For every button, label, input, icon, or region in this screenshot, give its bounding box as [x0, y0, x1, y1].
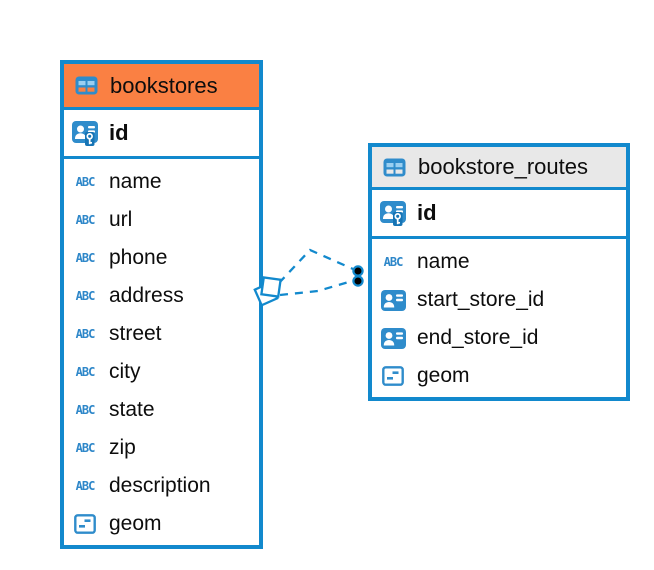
- text-type-icon: ABC: [75, 175, 96, 189]
- entity-title: bookstores: [110, 72, 218, 98]
- reference-id-icon: [378, 289, 408, 311]
- column-name: address: [109, 284, 184, 307]
- entity-bookstore-routes-header[interactable]: bookstore_routes: [372, 147, 626, 190]
- text-type-icon: ABC: [75, 403, 96, 417]
- column-name: end_store_id: [417, 326, 539, 349]
- column-row[interactable]: ABC url: [64, 201, 259, 239]
- primary-key-icon: [378, 200, 408, 226]
- text-type-icon: ABC: [75, 289, 96, 303]
- primary-key-icon: [70, 120, 100, 146]
- column-row[interactable]: ABC phone: [64, 239, 259, 277]
- column-row[interactable]: ABC street: [64, 315, 259, 353]
- text-type-icon: ABC: [75, 441, 96, 455]
- entity-bookstores-header[interactable]: bookstores: [64, 64, 259, 110]
- column-name: name: [417, 250, 470, 273]
- text-type-icon: ABC: [75, 213, 96, 227]
- entity-bookstores[interactable]: bookstores id ABC: [60, 60, 263, 549]
- text-type-icon: ABC: [75, 251, 96, 265]
- relation-line[interactable]: [278, 248, 354, 284]
- geometry-type-icon: [70, 514, 100, 534]
- column-name: start_store_id: [417, 288, 545, 311]
- entity-bookstores-columns: ABC name ABC url ABC phone ABC address A…: [64, 159, 259, 545]
- entity-bookstore-routes[interactable]: bookstore_routes id ABC: [368, 143, 630, 401]
- column-row[interactable]: geom: [64, 505, 259, 543]
- entity-title: bookstore_routes: [418, 154, 588, 179]
- entity-bookstore-routes-columns: ABC name start_store_id: [372, 239, 626, 397]
- column-name: id: [109, 120, 129, 145]
- relation-line[interactable]: [279, 279, 353, 297]
- relation-diamond-marker[interactable]: [253, 276, 282, 307]
- table-icon: [71, 76, 101, 95]
- column-name: street: [109, 322, 162, 345]
- column-row[interactable]: ABC address: [64, 277, 259, 315]
- column-row[interactable]: ABC description: [64, 467, 259, 505]
- column-row[interactable]: end_store_id: [372, 319, 626, 357]
- column-name: geom: [109, 512, 162, 535]
- column-name: name: [109, 170, 162, 193]
- column-row[interactable]: start_store_id: [372, 281, 626, 319]
- column-name: zip: [109, 436, 136, 459]
- column-name: phone: [109, 246, 168, 269]
- text-type-icon: ABC: [75, 365, 96, 379]
- table-icon: [379, 158, 409, 177]
- column-row[interactable]: ABC state: [64, 391, 259, 429]
- column-name: description: [109, 474, 211, 497]
- column-name: url: [109, 208, 133, 231]
- column-name: geom: [417, 364, 470, 387]
- text-type-icon: ABC: [383, 255, 404, 269]
- geometry-type-icon: [378, 366, 408, 386]
- column-name: city: [109, 360, 141, 383]
- column-name: state: [109, 398, 155, 421]
- column-row-pk[interactable]: id: [64, 110, 259, 159]
- column-name: id: [417, 200, 437, 225]
- column-row[interactable]: geom: [372, 357, 626, 395]
- relation-dot-marker[interactable]: [352, 265, 364, 287]
- column-row[interactable]: ABC name: [64, 163, 259, 201]
- text-type-icon: ABC: [75, 327, 96, 341]
- column-row[interactable]: ABC zip: [64, 429, 259, 467]
- reference-id-icon: [378, 327, 408, 349]
- column-row[interactable]: ABC city: [64, 353, 259, 391]
- column-row[interactable]: ABC name: [372, 243, 626, 281]
- column-row-pk[interactable]: id: [372, 190, 626, 239]
- text-type-icon: ABC: [75, 479, 96, 493]
